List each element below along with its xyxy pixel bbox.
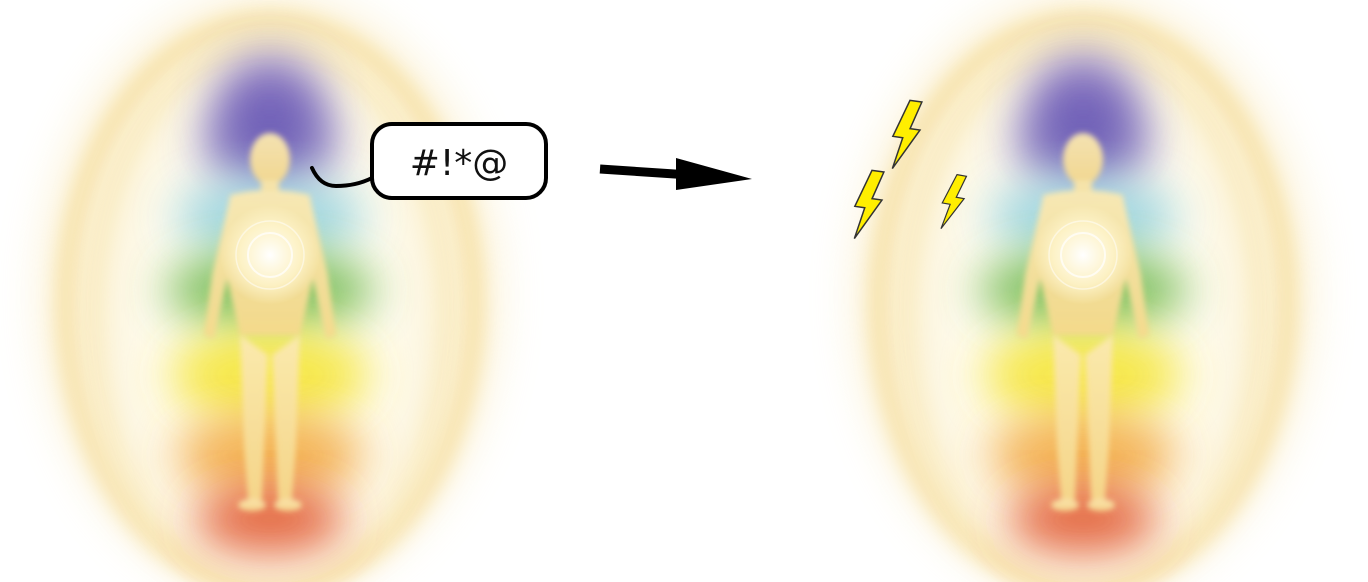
left-aura-figure	[42, 0, 498, 582]
speech-bubble-box	[370, 122, 548, 200]
right-aura-figure	[855, 0, 1311, 582]
right-arrow-icon	[599, 158, 752, 190]
speech-bubble-tail	[310, 166, 374, 189]
speech-bubble-text: #!*@	[410, 143, 509, 184]
speech-bubble: #!*@	[310, 122, 548, 200]
